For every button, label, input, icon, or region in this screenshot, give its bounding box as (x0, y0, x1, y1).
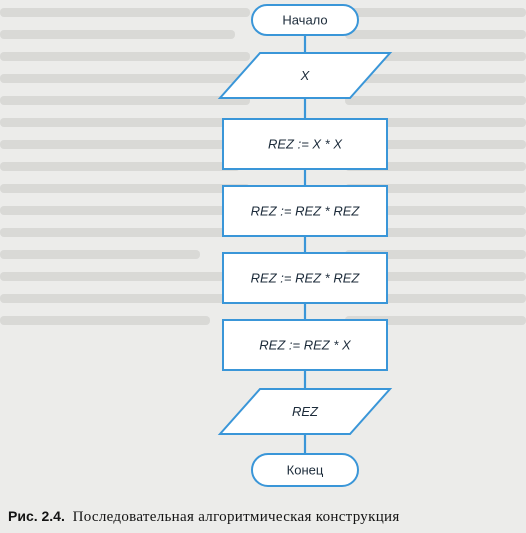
node-label-p2: REZ := REZ * REZ (251, 204, 361, 219)
node-label-output: REZ (292, 404, 319, 419)
process-block-p3 (222, 252, 388, 304)
process-block-p1 (222, 118, 388, 170)
io-block-input (217, 52, 393, 99)
node-label-start: Начало (282, 13, 327, 28)
io-block-output (217, 388, 393, 435)
node-label-p3: REZ := REZ * REZ (251, 271, 361, 286)
process-block-p2 (222, 185, 388, 237)
process-block-p4 (222, 319, 388, 371)
node-label-input: X (300, 68, 311, 83)
figure-caption: Рис. 2.4. Последовательная алгоритмическ… (8, 508, 524, 526)
terminal-block-start (251, 4, 359, 36)
figure-number: Рис. 2.4. (8, 508, 65, 524)
node-label-end: Конец (287, 463, 324, 478)
figure-caption-text: Последовательная алгоритмическая констру… (72, 509, 400, 525)
terminal-block-end (251, 453, 359, 487)
node-label-p1: REZ := X * X (268, 137, 343, 152)
node-label-p4: REZ := REZ * X (259, 338, 352, 353)
